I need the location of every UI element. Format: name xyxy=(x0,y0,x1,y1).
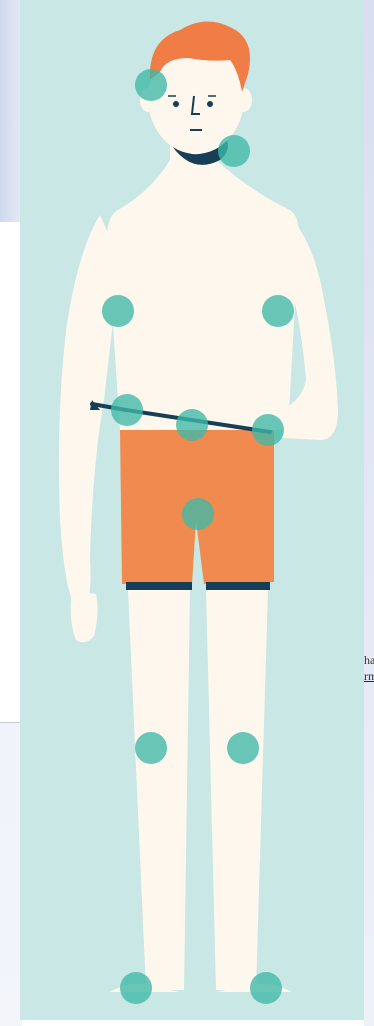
leg-left xyxy=(206,590,268,990)
torso xyxy=(107,160,299,430)
marker-chest-right[interactable] xyxy=(102,295,134,327)
ear-left xyxy=(236,88,252,112)
background-text-line1: hai xyxy=(364,652,374,668)
shorts-hem-right xyxy=(126,582,192,590)
marker-knee-right[interactable] xyxy=(135,732,167,764)
background-panel-middle xyxy=(0,222,22,723)
background-panel-top xyxy=(0,0,22,222)
marker-chest-left[interactable] xyxy=(262,295,294,327)
marker-knee-left[interactable] xyxy=(227,732,259,764)
body-figure-illustration xyxy=(20,0,364,1020)
marker-ankle-left[interactable] xyxy=(250,972,282,1004)
marker-crotch[interactable] xyxy=(182,498,214,530)
marker-waist-left[interactable] xyxy=(252,414,284,446)
marker-ankle-right[interactable] xyxy=(120,972,152,1004)
leg-right xyxy=(128,590,190,990)
background-text-snippet: hai rm xyxy=(364,652,374,684)
marker-temple[interactable] xyxy=(135,69,167,101)
marker-jaw[interactable] xyxy=(218,135,250,167)
marker-waist-right[interactable] xyxy=(111,394,143,426)
hand-right xyxy=(71,590,98,642)
eye-left xyxy=(207,101,213,107)
background-link-text[interactable]: rm xyxy=(364,668,374,684)
eye-right xyxy=(173,101,179,107)
shorts-hem-left xyxy=(206,582,270,590)
background-right-edge xyxy=(364,0,374,1026)
marker-waist-center[interactable] xyxy=(176,409,208,441)
